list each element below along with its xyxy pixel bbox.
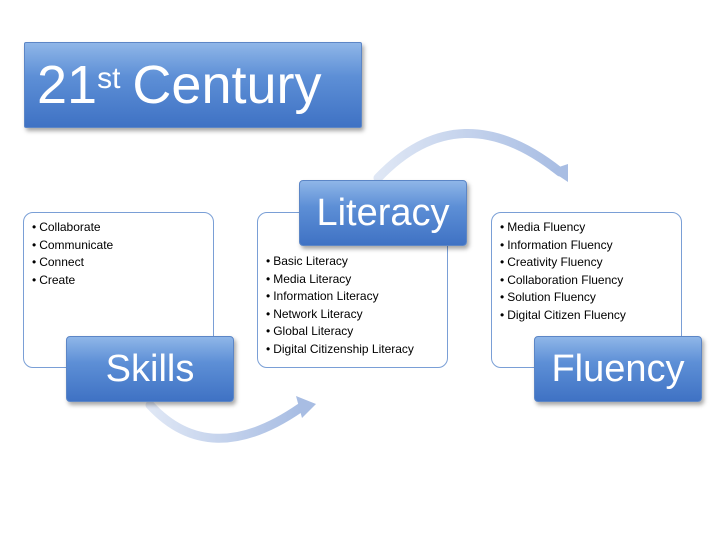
arrow-literacy-to-fluency-head [550, 164, 568, 182]
bullet: • [500, 290, 505, 305]
skills-list: •Collaborate •Communicate •Connect •Crea… [32, 219, 205, 289]
title-number: 21 [37, 55, 98, 115]
bullet: • [266, 271, 271, 286]
skills-label: Skills [105, 347, 195, 390]
list-item: •Connect [32, 255, 84, 270]
bullet: • [500, 272, 505, 287]
bullet: • [266, 341, 271, 356]
title-rest: Century [132, 55, 322, 115]
bullet: • [500, 255, 505, 270]
list-item: •Creativity Fluency [500, 255, 603, 270]
list-item: •Collaboration Fluency [500, 272, 624, 287]
arrow-skills-to-literacy-head [296, 396, 316, 418]
bullet: • [32, 255, 37, 270]
list-item: •Media Fluency [500, 220, 586, 234]
bullet: • [32, 220, 37, 234]
list-item: •Digital Citizen Fluency [500, 307, 626, 322]
bullet: • [266, 289, 271, 304]
list-item: •Communicate [32, 237, 114, 252]
fluency-label: Fluency [551, 347, 685, 390]
title-superscript: st [97, 62, 121, 95]
literacy-label: Literacy [316, 191, 450, 234]
list-item: •Network Literacy [266, 306, 363, 321]
bullet: • [500, 220, 505, 234]
list-item: •Basic Literacy [266, 254, 348, 268]
skills-label-box: Skills [66, 336, 234, 402]
literacy-label-box: Literacy [299, 180, 467, 246]
list-item: •Digital Citizenship Literacy [266, 341, 414, 356]
arrow-skills-to-literacy [145, 400, 305, 443]
bullet: • [266, 254, 271, 268]
fluency-label-box: Fluency [534, 336, 702, 402]
bullet: • [500, 237, 505, 252]
list-item: •Create [32, 272, 76, 287]
bullet: • [500, 307, 505, 322]
bullet: • [266, 324, 271, 339]
list-item: •Collaborate [32, 220, 101, 234]
bullet: • [32, 237, 37, 252]
list-item: •Global Literacy [266, 324, 354, 339]
list-item: •Information Fluency [500, 237, 613, 252]
bullet: • [32, 272, 37, 287]
arrow-literacy-to-fluency [373, 129, 565, 183]
fluency-list: •Media Fluency •Information Fluency •Cre… [500, 219, 673, 325]
list-item: •Solution Fluency [500, 290, 596, 305]
list-item: •Media Literacy [266, 271, 352, 286]
bullet: • [266, 306, 271, 321]
literacy-list: •Basic Literacy •Media Literacy •Informa… [266, 253, 439, 359]
list-item: •Information Literacy [266, 289, 379, 304]
